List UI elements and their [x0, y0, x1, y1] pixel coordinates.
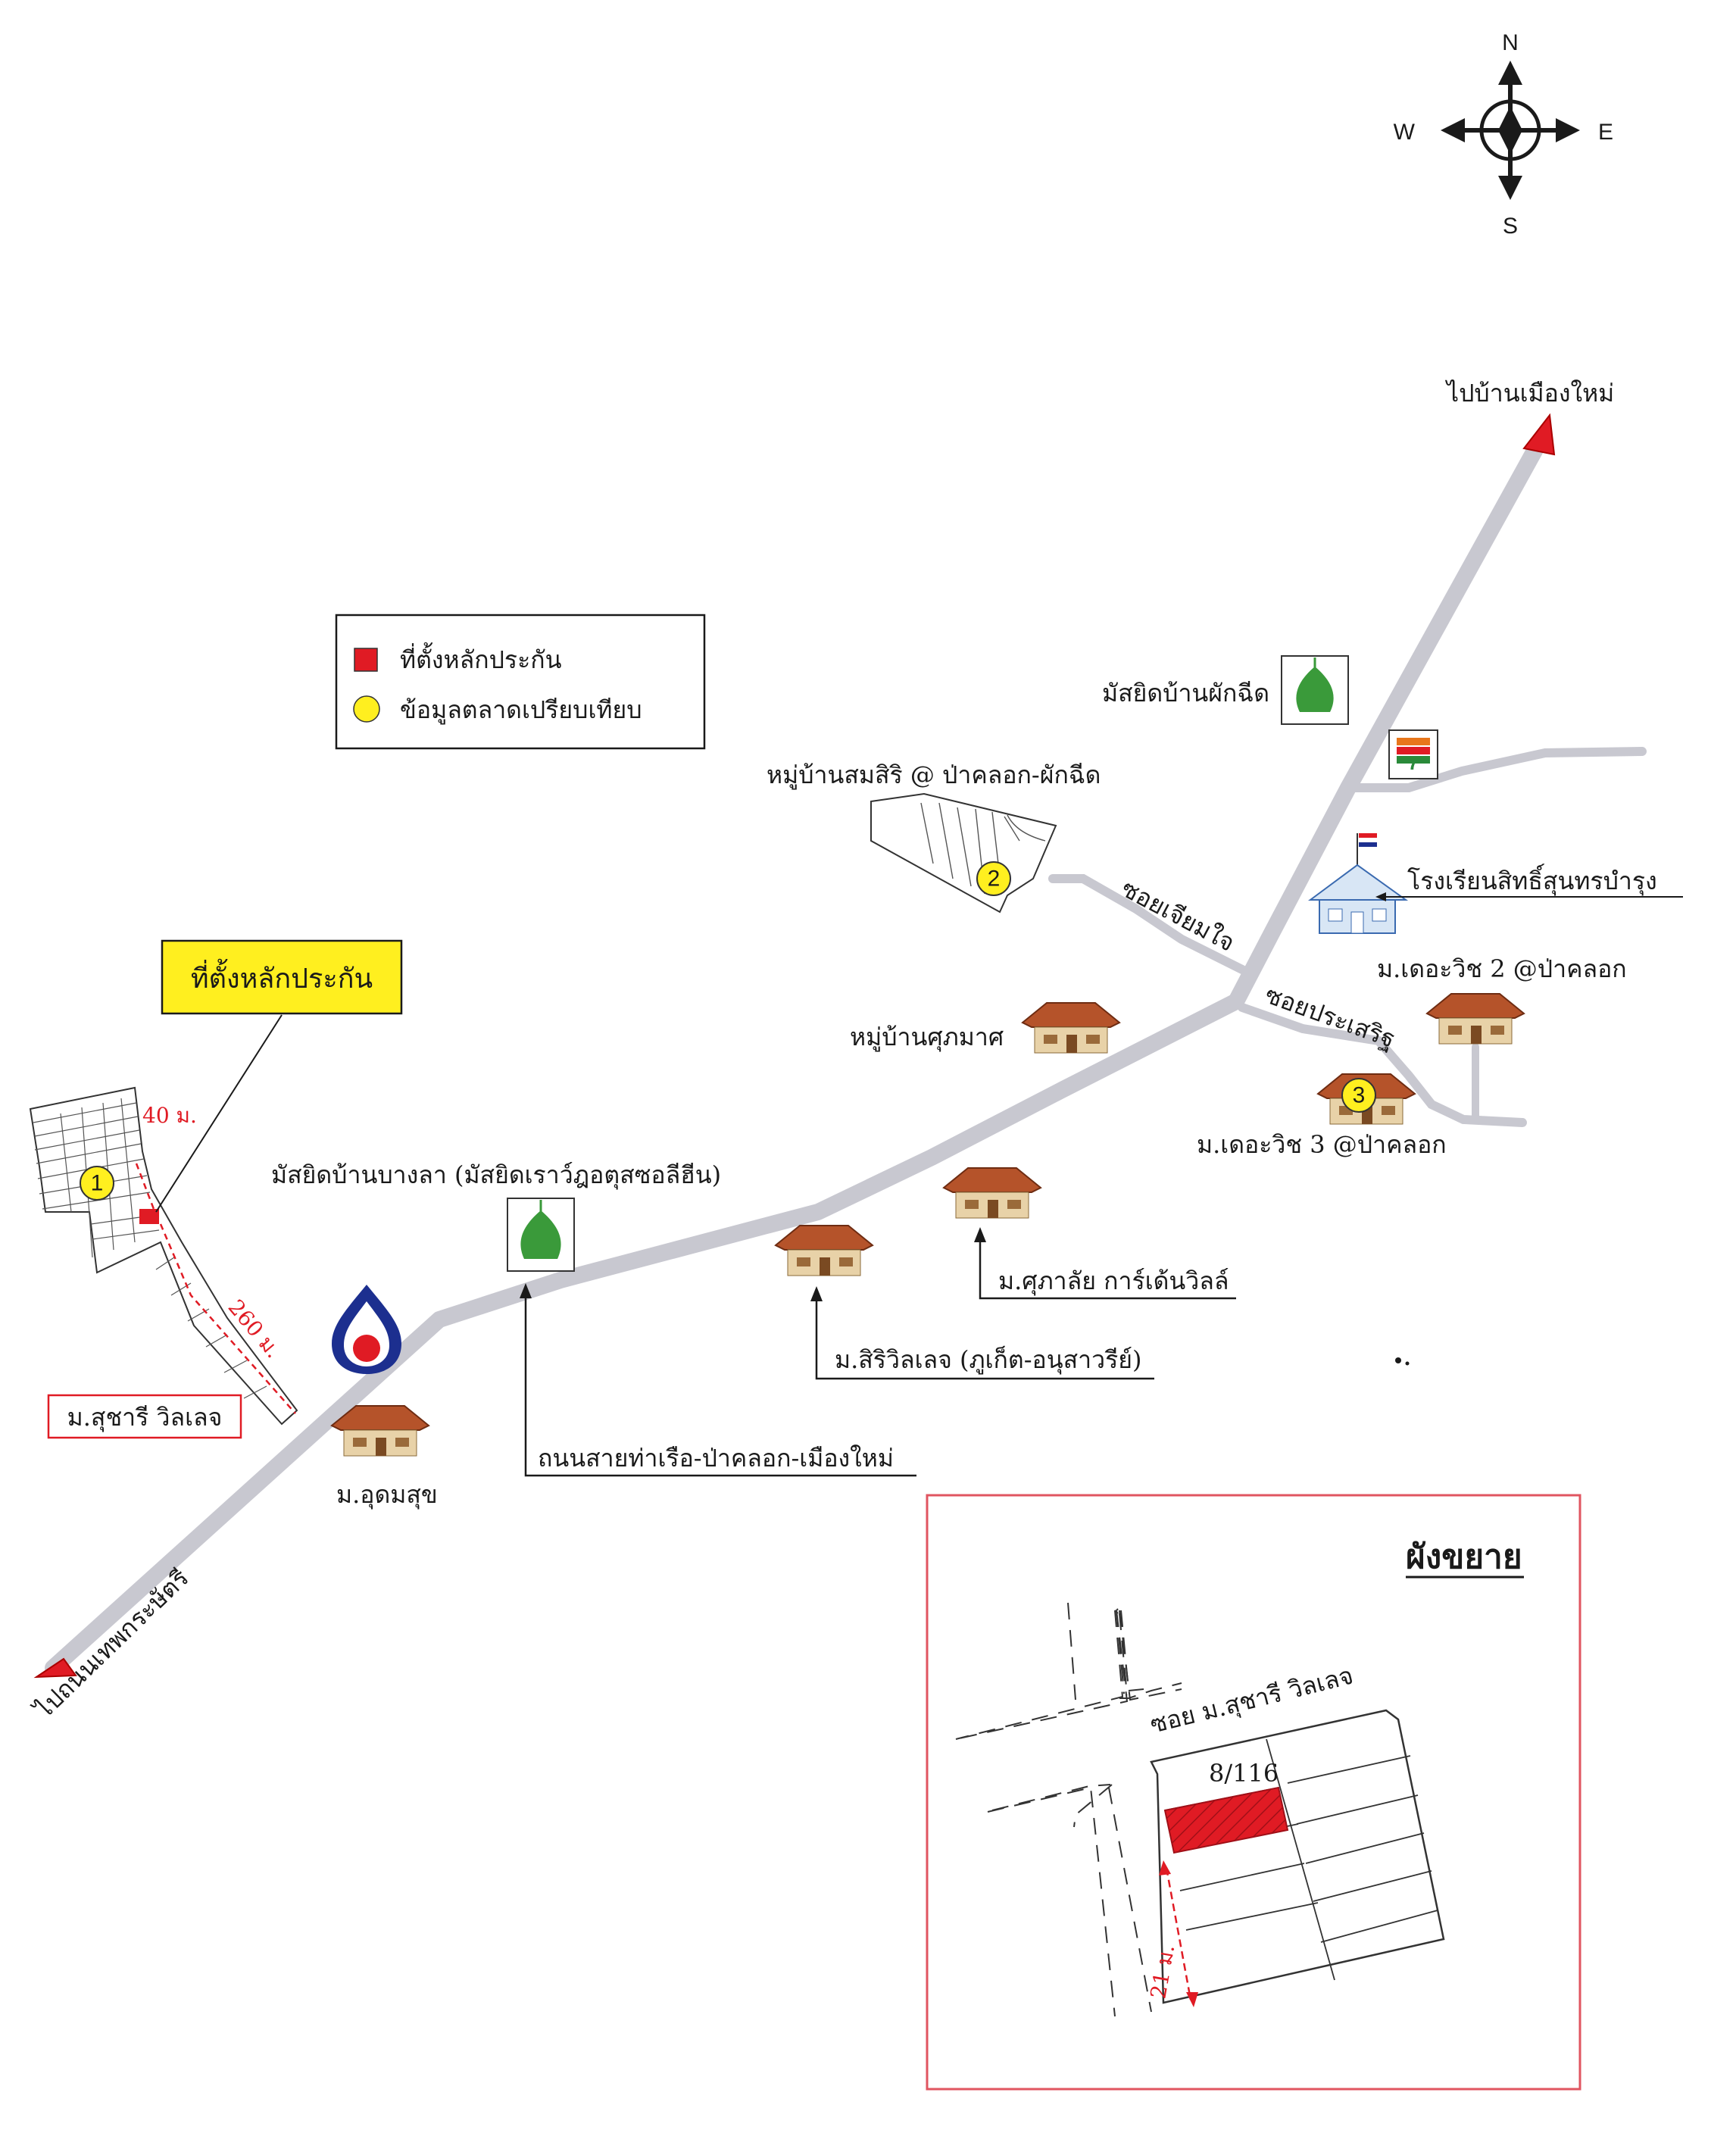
suphalai-pointer [974, 1227, 1236, 1300]
siri-village-pointer [810, 1286, 1154, 1380]
the-rich-2-label: ม.เดอะวิช 2 @ป่าคลอก [1377, 954, 1627, 983]
marker-1-number: 1 [91, 1171, 104, 1196]
somsiri-village-plan [870, 792, 1057, 914]
legend: ที่ตั้งหลักประกัน ข้อมูลตลาดเปรียบเทียบ [335, 614, 706, 750]
house-suphamat-icon [1021, 1002, 1121, 1054]
ptt-gas-station-icon [332, 1285, 401, 1374]
village-somsiri-label: หมู่บ้านสมสิริ @ ป่าคลอก-ผักฉีด [767, 760, 1101, 790]
compass-north: N [1502, 30, 1519, 55]
inset-plot-number: 8/116 [1209, 1759, 1279, 1788]
roads [33, 413, 1647, 1679]
village-suphamat-label: หมู่บ้านศุภมาศ [850, 1023, 1004, 1052]
inset-width-dimension [1159, 1860, 1198, 2007]
main-road [45, 437, 1546, 1676]
arrow-southwest-icon [33, 1657, 77, 1679]
direction-southwest-label: ไปถนนเทพกระษัตรี [28, 1563, 195, 1726]
arrow-northeast-icon [1522, 413, 1556, 456]
house-udomsuk-icon [330, 1405, 430, 1457]
distance-40m-label: 40 ม. [142, 1103, 197, 1128]
comparable-marker-1: 1 [80, 1166, 114, 1201]
school-label: โรงเรียนสิทธิ์สุนทรบำรุง [1407, 864, 1657, 896]
comparable-marker-2: 2 [976, 861, 1011, 896]
collateral-callout: ที่ตั้งหลักประกัน [155, 939, 403, 1213]
udomsuk-label: ม.อุดมสุข [336, 1480, 438, 1510]
inset-title: ผังขยาย [1406, 1538, 1522, 1576]
mosque-phaknit-icon [1281, 655, 1349, 725]
svg-text:7: 7 [1408, 751, 1419, 774]
compass-west: W [1394, 120, 1416, 145]
marker-2-number: 2 [988, 867, 1001, 892]
main-road-pointer [520, 1283, 916, 1477]
legend-comparable-swatch [353, 695, 380, 723]
the-rich-3-label: ม.เดอะวิช 3 @ป่าคลอก [1197, 1130, 1447, 1159]
marker-3-number: 3 [1353, 1083, 1366, 1108]
collateral-location-marker [139, 1209, 159, 1224]
siri-village-label: ม.สิริวิลเลจ (ภูเก็ต-อนุสาวรีย์) [835, 1345, 1142, 1375]
houses [330, 993, 1525, 1457]
direction-northeast-label: ไปบ้านเมืองใหม่ [1444, 379, 1614, 408]
suchari-subdivision [29, 1086, 298, 1426]
main-road-label: ถนนสายท่าเรือ-ป่าคลอก-เมืองใหม่ [538, 1444, 894, 1473]
compass-east: E [1598, 120, 1613, 145]
speck [1395, 1357, 1401, 1363]
house-suphalai-icon [942, 1167, 1042, 1219]
mosque-bangla-icon [507, 1198, 575, 1272]
mosque-bangla-label: มัสยิดบ้านบางลา (มัสยิดเราว์ฎอตุสซอลีฮีน… [271, 1160, 721, 1190]
suphalai-label: ม.ศุภาลัย การ์เด้นวิลล์ [998, 1266, 1229, 1296]
school-icon [1307, 833, 1409, 934]
mosque-phaknit-label: มัสยิดบ้านผักฉีด [1102, 679, 1269, 707]
collateral-plot-hatched [1163, 1786, 1289, 1854]
compass-south: S [1503, 214, 1518, 239]
speck [1405, 1361, 1410, 1366]
compass-rose: N S E W [1394, 30, 1613, 239]
house-the-rich-2-icon [1425, 993, 1525, 1045]
comparable-marker-3: 3 [1341, 1078, 1376, 1113]
house-siri-village-icon [774, 1225, 874, 1276]
legend-comparable-label: ข้อมูลตลาดเปรียบเทียบ [400, 695, 642, 725]
seven-eleven-icon: 7 [1388, 729, 1438, 779]
callout-label: ที่ตั้งหลักประกัน [191, 958, 373, 995]
legend-collateral-label: ที่ตั้งหลักประกัน [400, 642, 562, 674]
soi-jiamjai-label: ซอยเจียมใจ [1116, 874, 1239, 957]
legend-collateral-swatch [354, 648, 378, 672]
suchari-village-label: ม.สุชารี วิลเลจ [67, 1403, 223, 1432]
inset-detail-map: ผังขยาย [926, 1494, 1581, 2091]
suchari-village-label-box: ม.สุชารี วิลเลจ [47, 1394, 242, 1439]
